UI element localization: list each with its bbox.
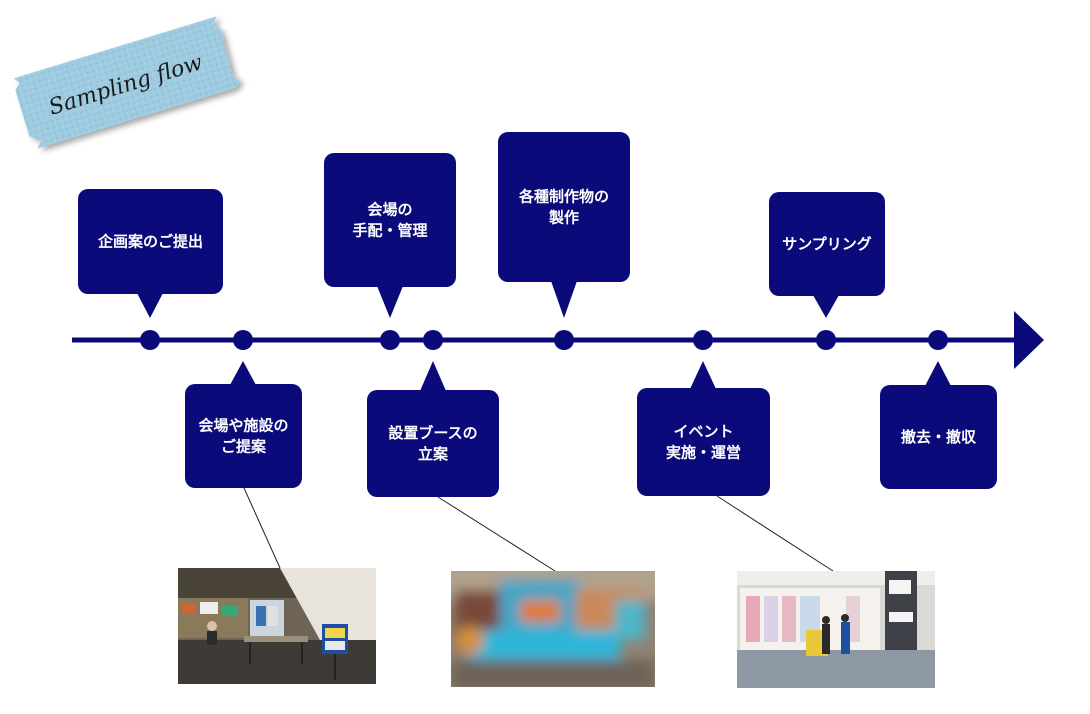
dots-layer [140,330,948,350]
step-label-line: 実施・運営 [666,444,741,462]
connector-line-photo-1 [243,487,281,569]
step-label-line: 会場や施設の [198,417,288,435]
step-pointer [551,281,577,318]
step-box [769,192,885,296]
photo-booth-blurred [451,571,655,687]
step-pointer [925,361,951,386]
step-pointer [813,295,839,318]
step-box [324,153,456,287]
step-callout-1: 企画案のご提出 [78,189,223,318]
connector-line-photo-2 [437,496,556,572]
timeline-dot [140,330,160,350]
step-box [880,385,997,489]
step-pointer [420,361,446,391]
step-label-line: 撤去・撤収 [901,428,977,446]
timeline-arrow-head [1014,311,1044,369]
timeline-dot [423,330,443,350]
step-callout-8: 撤去・撤収 [880,361,997,489]
step-pointer [377,286,403,318]
step-label-line: 設置ブースの [388,424,477,442]
step-label-line: イベント [673,423,733,441]
title-tape: Sampling flow [13,16,241,149]
step-label-line: 製作 [548,209,579,227]
timeline-dot [928,330,948,350]
timeline-dot [693,330,713,350]
step-pointer [230,361,256,385]
timeline-dot [554,330,574,350]
step-label-line: 手配・管理 [352,222,427,240]
connector-line-photo-3 [716,495,834,572]
timeline-dot [380,330,400,350]
step-box [637,388,770,496]
step-box [367,390,499,497]
step-label-line: 会場の [367,201,412,219]
step-label-line: サンプリング [782,235,872,253]
step-label-line: 企画案のご提出 [97,233,203,251]
step-box [185,384,302,488]
step-label-line: 各種制作物の [518,188,609,206]
timeline-dot [233,330,253,350]
photo-venue-interior [178,568,376,684]
step-pointer [690,361,716,389]
step-box [498,132,630,282]
step-pointer [137,293,163,318]
step-box [78,189,223,294]
timeline-dot [816,330,836,350]
steps-layer: 企画案のご提出会場や施設のご提案会場の手配・管理設置ブースの立案各種制作物の製作… [78,132,997,497]
photo-mall-event [737,571,935,688]
timeline [72,311,1044,369]
step-label-line: ご提案 [221,438,267,456]
step-label-line: 立案 [418,445,449,463]
step-callout-7: サンプリング [769,192,885,318]
